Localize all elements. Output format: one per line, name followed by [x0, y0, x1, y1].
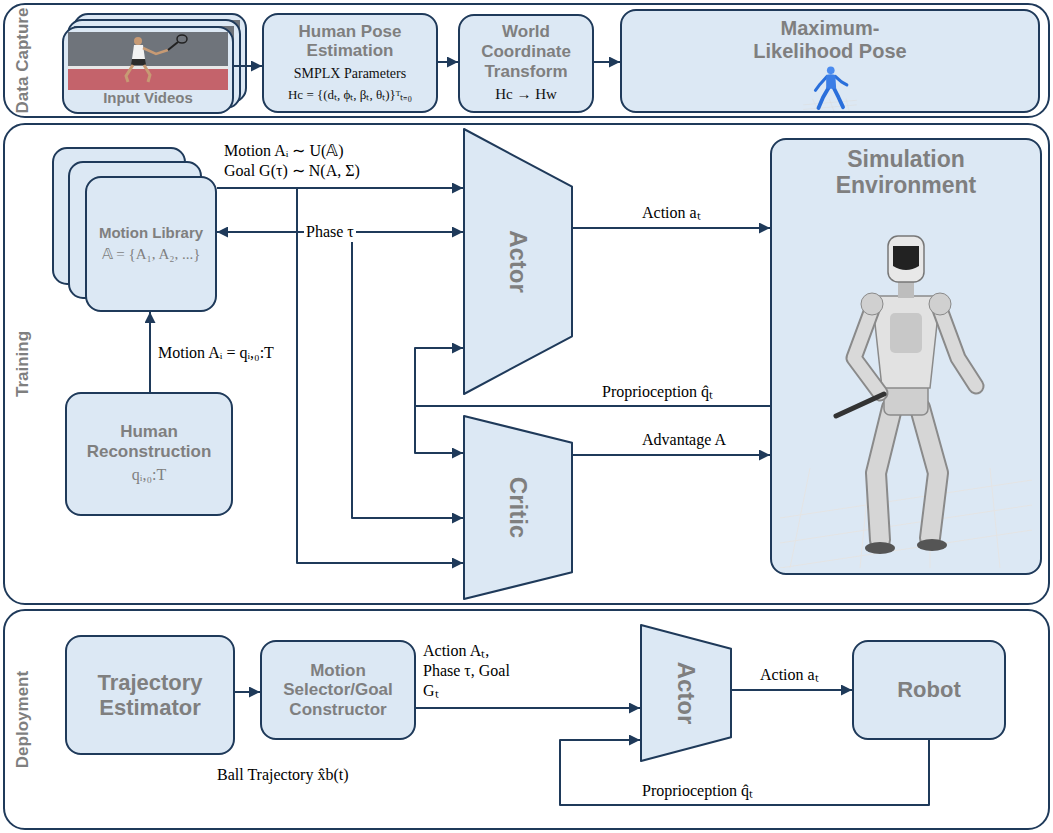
flow-arrow	[235, 691, 260, 693]
note-label: Ball Trajectory x̂b(t)	[215, 765, 351, 785]
box-title: Trajectory Estimator	[73, 670, 227, 721]
floor-grid	[803, 99, 857, 111]
flow-arrow	[438, 61, 458, 63]
process-box: Motion Library 𝔸 = {A₁, A₂, ...}	[85, 176, 217, 312]
box-formula: Hc → Hw	[495, 85, 557, 105]
box-formula: qᵢ,₀:T	[132, 465, 166, 486]
stage-band: Data Capture Input Videos Human Pose Esti…	[3, 3, 1050, 118]
process-box: Maximum-Likelihood Pose	[620, 9, 1040, 113]
stage-band: Deployment Trajectory Estimator Motion Sel…	[3, 609, 1050, 830]
flow-arrow	[732, 689, 852, 691]
band-label: Data Capture	[11, 5, 35, 116]
box-title: World Coordinate Transform	[466, 22, 586, 81]
box-title: Human Reconstruction	[73, 422, 225, 461]
flow-arrow	[573, 227, 770, 229]
process-box: World Coordinate Transform Hc → Hw	[458, 14, 594, 113]
human-mesh	[795, 65, 865, 111]
process-box: Simulation Environment	[770, 138, 1042, 575]
robot-legs	[876, 408, 938, 540]
wall	[68, 32, 228, 90]
robot-arms	[854, 304, 976, 393]
stage-band: Training Motion Library 𝔸 = {A₁, A₂, ...} H…	[3, 123, 1050, 605]
block-label: Actor	[671, 624, 702, 762]
edge-label: Action aₜ	[758, 665, 821, 685]
process-box: Trajectory Estimator	[65, 635, 235, 755]
process-box: Human Pose EstimationSMPLX Parameters Hc …	[262, 13, 438, 113]
box-title: Maximum-Likelihood Pose	[740, 17, 920, 63]
mesh-head	[827, 67, 835, 75]
court-line	[68, 66, 228, 69]
flow-arrow	[149, 312, 151, 392]
network-block: Actor	[463, 128, 573, 395]
process-box: Human Reconstruction qᵢ,₀:T	[65, 392, 233, 516]
box-title: Human Pose Estimation	[270, 22, 430, 61]
robot-head	[888, 236, 924, 282]
flow-arrow	[573, 454, 770, 456]
trapezoid-outline	[464, 129, 572, 394]
edge-label: Phase τ	[304, 222, 356, 242]
block-label: Critic	[503, 415, 534, 600]
edge-label: Advantage A	[640, 430, 728, 450]
edge-label: Motion Aᵢ = qᵢ,₀:T	[156, 343, 276, 363]
video-frame	[68, 32, 228, 90]
robot-foot	[917, 539, 947, 551]
robot-shoulder	[861, 293, 883, 315]
box-formula: 𝔸 = {A₁, A₂, ...}	[102, 245, 201, 265]
edge-label: Proprioception q̂ₜ	[640, 781, 755, 801]
process-box: Robot	[852, 640, 1006, 740]
band-label: Training	[11, 125, 35, 603]
flow-arrow	[217, 232, 463, 518]
band-label: Deployment	[11, 611, 35, 828]
process-box: Input Videos	[62, 26, 234, 114]
flow-arrow	[594, 61, 620, 63]
edge-label: Action aₜ	[640, 203, 703, 223]
robot-shoulder	[929, 293, 951, 315]
edge-label: Proprioception q̂ₜ	[600, 382, 715, 402]
box-formula: SMPLX Parameters	[294, 65, 406, 83]
trapezoid-outline	[464, 416, 572, 599]
flow-arrow	[234, 65, 262, 67]
flow-arrow	[217, 188, 463, 563]
network-block: Critic	[463, 415, 573, 600]
floor-grid	[780, 468, 1032, 568]
box-title: Input Videos	[103, 89, 193, 106]
edge-label: Action Aₜ, Phase τ, Goal Gₜ	[421, 641, 515, 701]
robot-foot	[865, 542, 895, 554]
flow-arrow	[560, 740, 929, 805]
box-title: Robot	[897, 677, 961, 702]
block-label: Actor	[503, 128, 534, 395]
humanoid-robot	[780, 218, 1032, 568]
robot-torso	[872, 296, 940, 388]
robot-visor	[893, 246, 919, 270]
flow-arrow	[416, 707, 640, 709]
trapezoid-outline	[641, 625, 731, 761]
network-block: Actor	[640, 624, 732, 762]
box-title: Motion Library	[99, 224, 203, 241]
mesh-torso	[826, 74, 836, 89]
robot-chest	[890, 313, 922, 353]
box-title: Simulation Environment	[778, 146, 1034, 199]
box-formula: Hc = {(dₜ, ϕₜ, βₜ, θₜ)}ᵀₜ₌₀	[288, 87, 412, 104]
box-title: Motion Selector/Goal Constructor	[268, 661, 408, 720]
process-box: Motion Selector/Goal Constructor	[260, 640, 416, 740]
edge-label: Motion Aᵢ ∼ U(𝔸) Goal G(τ) ∼ N(A, Σ)	[222, 141, 378, 181]
robot-stick	[836, 394, 884, 416]
player	[126, 35, 187, 82]
